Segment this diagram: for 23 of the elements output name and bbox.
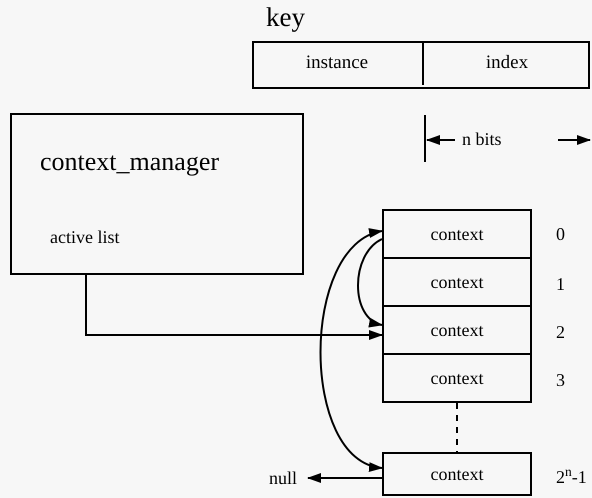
- context-cell: context: [382, 452, 532, 496]
- context-cell: context: [382, 305, 532, 355]
- index-number: 0: [556, 223, 565, 245]
- arrow: [307, 473, 382, 483]
- context-cell: context: [382, 257, 532, 307]
- field-name: active list: [50, 226, 120, 248]
- field-cell: index: [424, 41, 590, 85]
- field-cell: instance: [252, 41, 424, 85]
- index-number: 2$^{n}$-1: [556, 466, 587, 488]
- context-cell: context: [382, 209, 532, 259]
- index-number: 2: [556, 321, 565, 343]
- arrow: [85, 275, 383, 340]
- context-cell: context: [382, 353, 532, 403]
- index-number: 1: [556, 273, 565, 295]
- manager-box: [10, 113, 304, 275]
- dimension-label: n bits: [462, 128, 502, 150]
- arrow: [357, 238, 383, 326]
- connector-line: [456, 403, 458, 452]
- arrow: [320, 230, 383, 470]
- box-title: context_manager: [40, 147, 220, 177]
- heading: key: [266, 1, 305, 34]
- null-label: null: [258, 464, 308, 492]
- index-number: 3: [556, 369, 565, 391]
